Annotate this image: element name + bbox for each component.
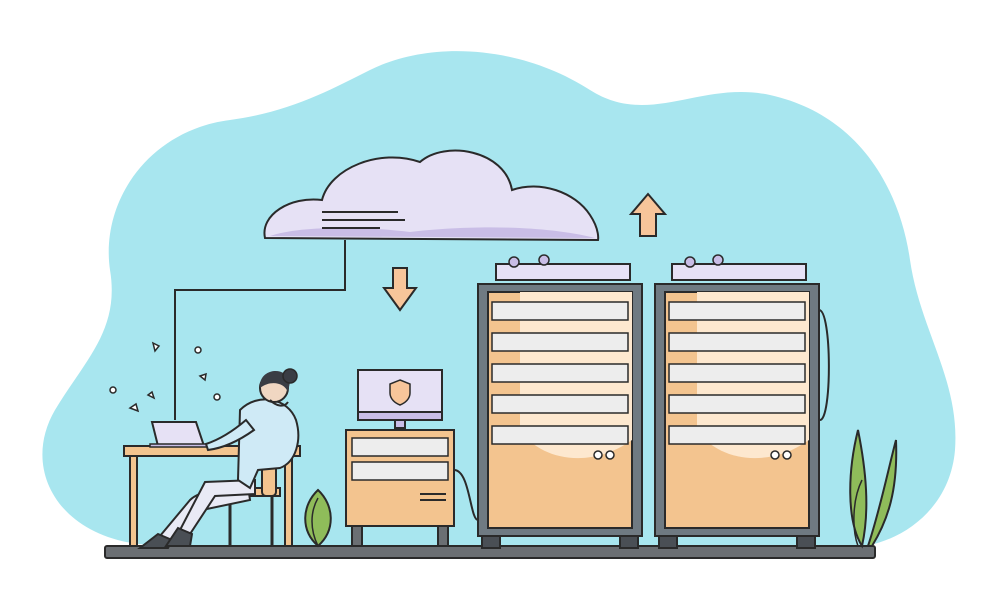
download-arrow-icon bbox=[382, 267, 418, 312]
small-server-cabinet bbox=[345, 429, 479, 547]
shield-icon bbox=[389, 379, 411, 406]
plant-icon bbox=[849, 429, 898, 549]
server-rack-icon bbox=[477, 254, 643, 549]
person-working bbox=[137, 368, 300, 549]
plant-icon bbox=[304, 488, 332, 548]
cloud-cable bbox=[174, 240, 346, 420]
floating-particles bbox=[109, 341, 221, 413]
security-monitor bbox=[357, 369, 443, 429]
cloud-icon bbox=[263, 149, 600, 242]
server-rack-icon bbox=[654, 254, 830, 549]
upload-arrow-icon bbox=[628, 192, 668, 237]
